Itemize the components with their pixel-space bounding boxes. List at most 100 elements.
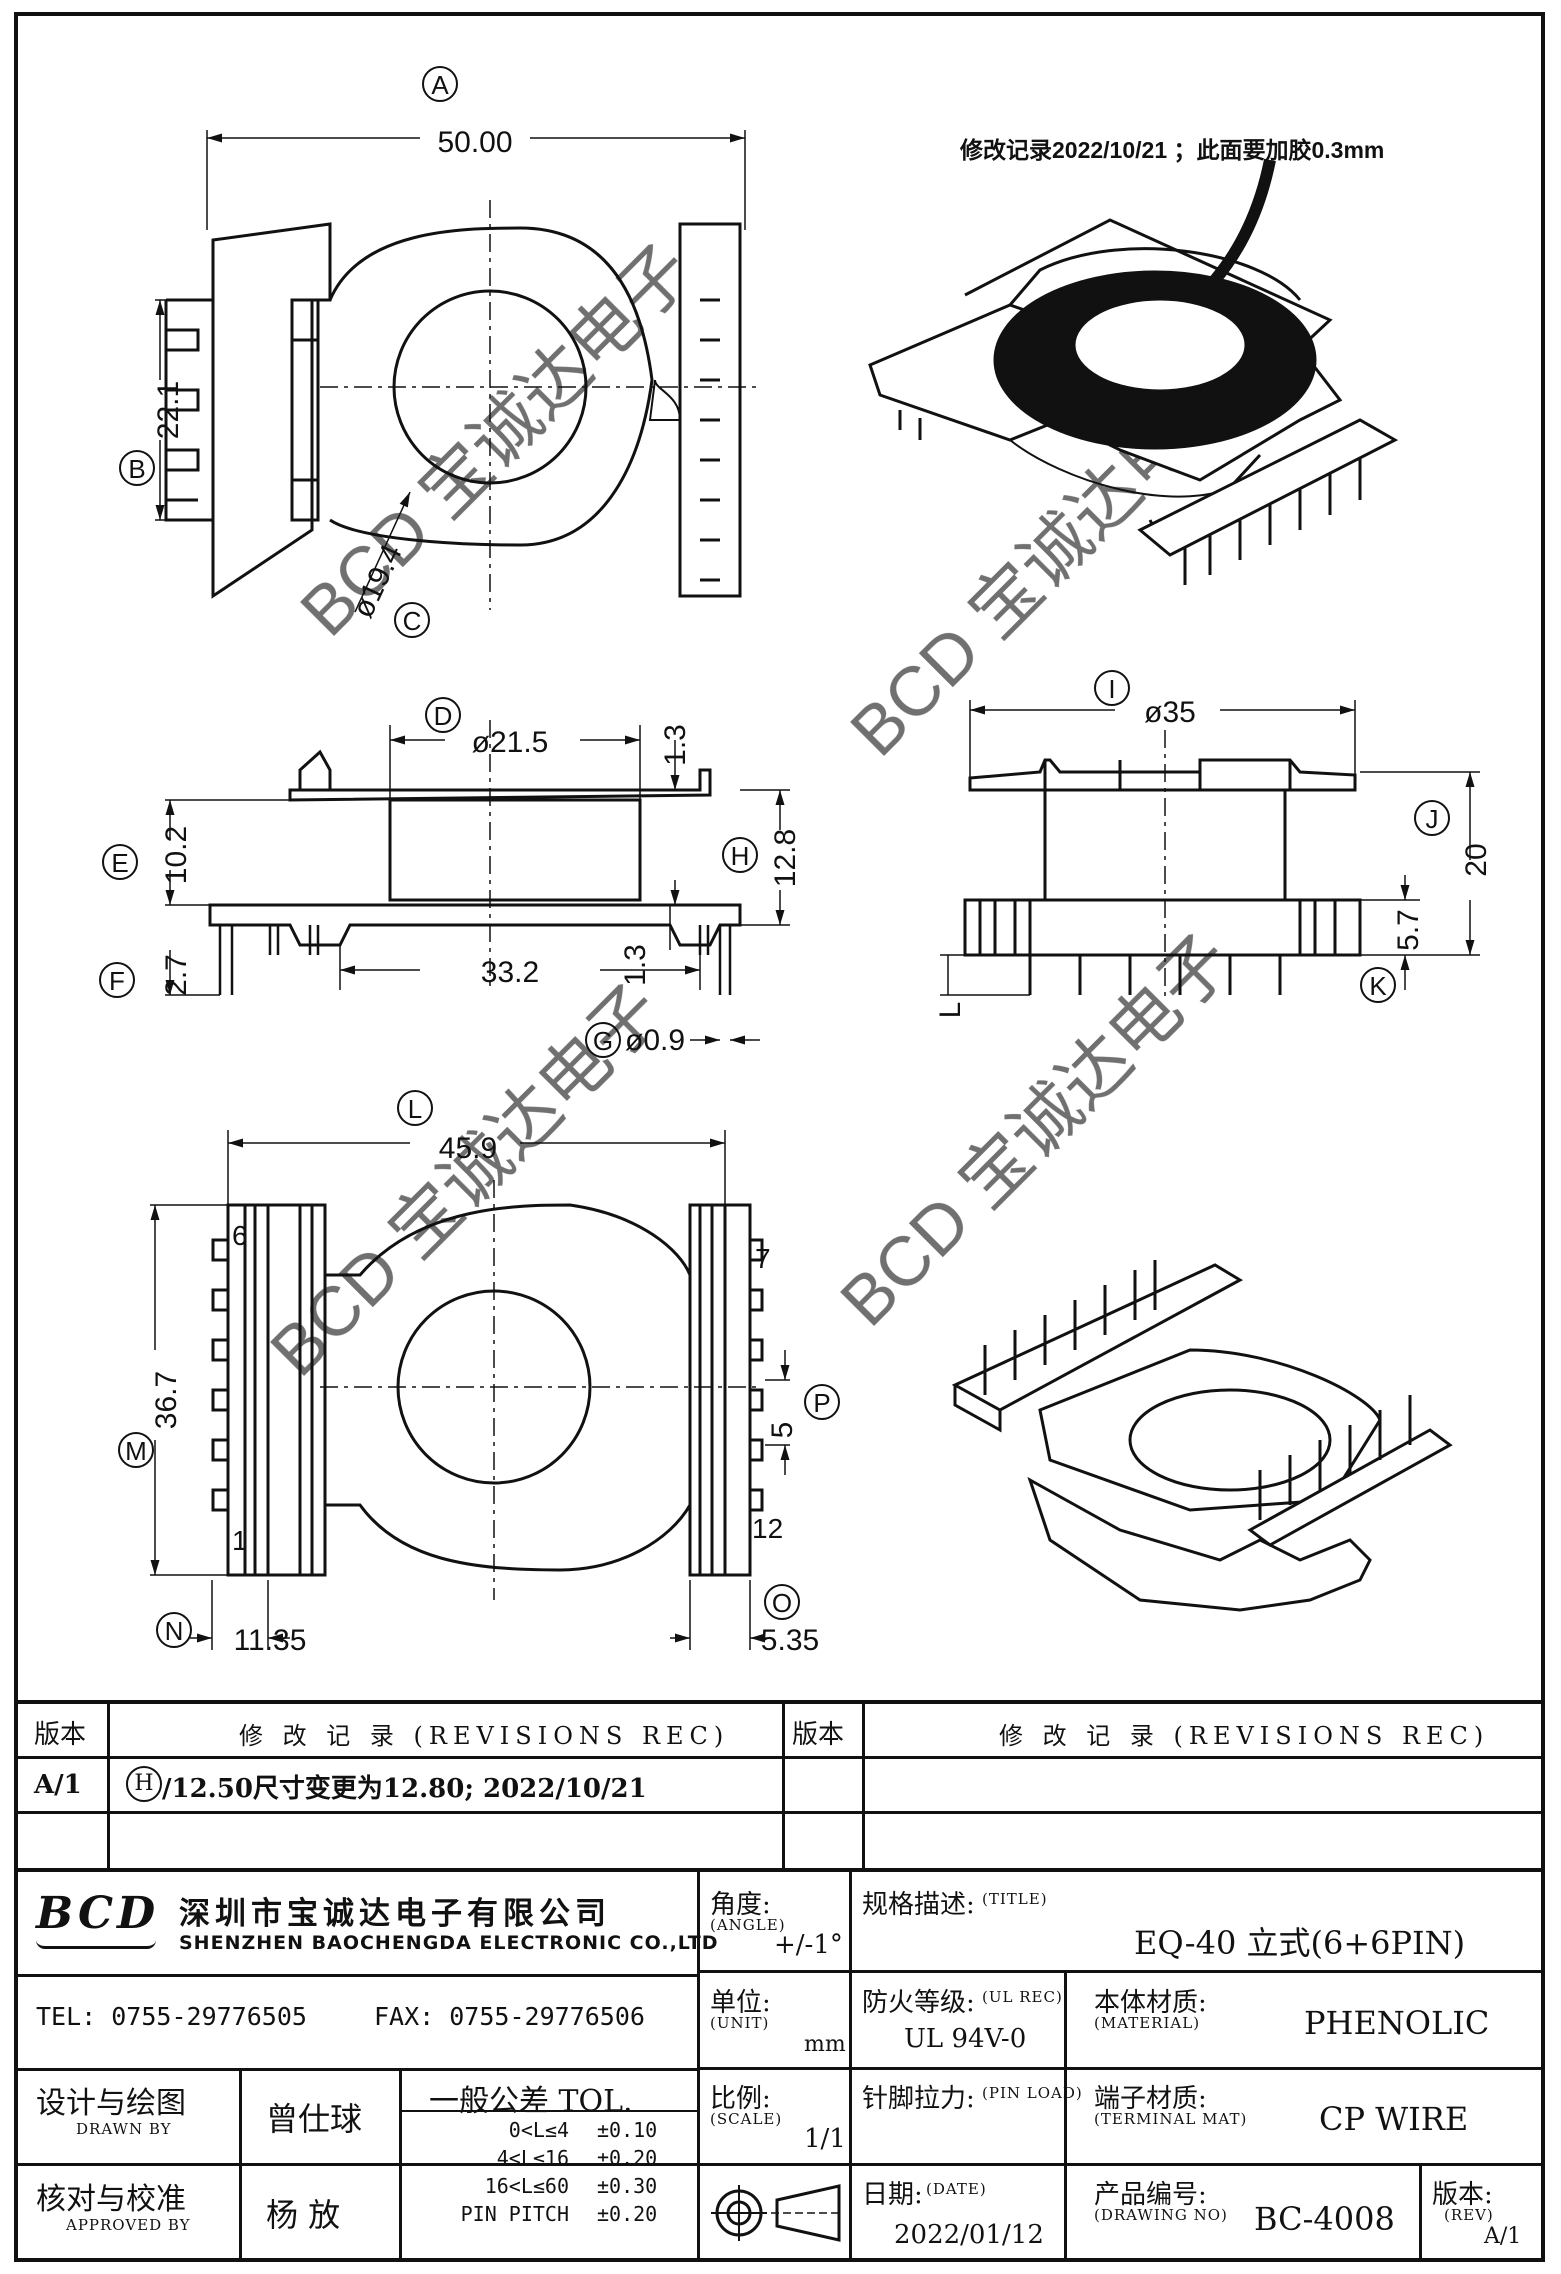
svg-text:H: H: [731, 841, 750, 871]
drawing-no-label: 产品编号:: [1094, 2180, 1207, 2210]
title-label-en: (TITLE): [982, 1890, 1048, 1908]
svg-text:33.2: 33.2: [481, 956, 539, 989]
pin-numbers: 6 1 7 12: [232, 1220, 783, 1556]
svg-text:D: D: [434, 701, 453, 731]
svg-text:6: 6: [232, 1220, 248, 1251]
svg-text:C: C: [403, 606, 422, 636]
svg-text:B: B: [128, 454, 145, 484]
tol-table: 0<L≤4±0.10 4<L≤16±0.20 16<L≤60±0.30 PIN …: [460, 2118, 658, 2226]
rev-label-en: (REV): [1444, 2206, 1494, 2224]
drawing-sheet: [14, 12, 1545, 2262]
date-label: 日期:: [862, 2180, 923, 2210]
bottom-view-dims: [150, 1130, 790, 1650]
svg-text:50.00: 50.00: [437, 126, 512, 159]
ul-label-en: (UL REC): [982, 1988, 1063, 2006]
rev-row1-version: A/1: [34, 1770, 82, 1800]
svg-text:M: M: [125, 1436, 147, 1466]
drawing-no-value: BC-4008: [1254, 2200, 1395, 2238]
company-tel: TEL: 0755-29776505: [36, 2002, 307, 2031]
svg-text:36.7: 36.7: [150, 1371, 183, 1429]
top-view-dims: [155, 130, 746, 613]
rev-record-header: 修 改 记 录 (REVISIONS REC): [239, 1722, 730, 1750]
unit-label-en: (UNIT): [710, 2014, 770, 2032]
dim-M: 36.7 M: [118, 1371, 183, 1468]
unit-label: 单位:: [710, 1988, 771, 2018]
ul-label: 防火等级:: [862, 1988, 975, 2018]
side-view-dims: [940, 700, 1480, 996]
svg-text:ø0.9: ø0.9: [625, 1024, 685, 1057]
angle-label-en: (ANGLE): [710, 1916, 786, 1934]
terminal-value: CP WIRE: [1319, 2100, 1469, 2138]
front-view-dims: [165, 725, 790, 1045]
scale-value: 1/1: [804, 2124, 846, 2154]
rev-header: 版本: [34, 1720, 87, 1750]
date-value: 2022/01/12: [894, 2220, 1044, 2250]
rev-header-2: 版本: [792, 1720, 845, 1750]
svg-text:1: 1: [232, 1525, 248, 1556]
svg-text:A: A: [431, 70, 449, 100]
rev-value: A/1: [1484, 2224, 1522, 2249]
rev-row1-text: /12.50尺寸变更为12.80; 2022/10/21: [162, 1774, 647, 1804]
dim-G: G ø0.9: [585, 1022, 685, 1058]
revision-note: 修改记录2022/10/21 ；此面要加胶0.3mm: [959, 137, 1384, 163]
material-label-en: (MATERIAL): [1094, 2014, 1201, 2032]
dim-B: 22.1 B: [119, 381, 185, 486]
dim-I: I ø35: [1094, 670, 1196, 729]
svg-text:1.3: 1.3: [659, 724, 692, 766]
angle-value: +/-1°: [774, 1930, 843, 1960]
svg-text:ø21.5: ø21.5: [472, 726, 549, 759]
company-name-cn: 深圳市宝诚达电子有限公司: [179, 1896, 611, 1932]
material-value: PHENOLIC: [1304, 2004, 1490, 2042]
dim-D: D ø21.5: [425, 697, 549, 759]
svg-text:5: 5: [766, 1422, 799, 1439]
unit-value: mm: [804, 2032, 846, 2057]
svg-text:J: J: [1426, 804, 1439, 834]
svg-text:20: 20: [1460, 843, 1493, 876]
drawn-label-en: DRAWN BY: [76, 2120, 172, 2138]
dim-1-3-bottom: 1.3: [619, 944, 652, 986]
scale-label: 比例:: [710, 2084, 771, 2114]
dim-33-2: 33.2: [481, 956, 539, 989]
dim-H: H 12.8: [722, 829, 802, 887]
drawing-no-label-en: (DRAWING NO): [1094, 2206, 1228, 2224]
svg-text:L: L: [408, 1094, 422, 1124]
bottom-view: [211, 1180, 764, 1600]
iso-view-top: [868, 218, 1399, 585]
svg-text:G: G: [593, 1026, 613, 1056]
dim-L-side: L: [934, 1002, 967, 1019]
svg-text:22.1: 22.1: [152, 381, 185, 439]
iso-view-bottom: [951, 1260, 1453, 1612]
front-view: [208, 720, 742, 995]
svg-text:BCD 宝诚达电子: BCD 宝诚达电子: [825, 920, 1246, 1341]
svg-text:L: L: [934, 1002, 967, 1019]
svg-text:N: N: [165, 1616, 184, 1646]
rev-row1-mark: H: [126, 1766, 162, 1802]
svg-text:12: 12: [752, 1513, 783, 1544]
svg-text:ø35: ø35: [1144, 696, 1196, 729]
side-view: [963, 730, 1362, 1000]
dim-A: A 50.00: [422, 66, 513, 159]
ul-value: UL 94V-0: [904, 2024, 1027, 2054]
svg-text:F: F: [109, 966, 125, 996]
drawn-label: 设计与绘图: [36, 2086, 186, 2121]
svg-text:2.7: 2.7: [160, 954, 193, 996]
dim-J: J 20: [1414, 800, 1493, 877]
svg-text:11.35: 11.35: [234, 1624, 307, 1657]
angle-label: 角度:: [710, 1890, 771, 1920]
pinload-label-en: (PIN LOAD): [982, 2084, 1083, 2102]
title-value: EQ-40 立式(6+6PIN): [1134, 1924, 1466, 1962]
dim-K: 5.7 K: [1360, 909, 1425, 1003]
svg-text:P: P: [813, 1388, 830, 1418]
scale-label-en: (SCALE): [710, 2110, 783, 2128]
note-leader: [1210, 158, 1276, 284]
dim-N: N 11.35: [156, 1612, 307, 1657]
svg-text:7: 7: [755, 1243, 771, 1274]
svg-text:O: O: [772, 1588, 792, 1618]
tol-header: 一般公差 TOL.: [429, 2084, 633, 2119]
dim-E: E 10.2: [102, 826, 193, 884]
logo-swoosh: [36, 1940, 156, 1949]
company-logo: BCD: [36, 1888, 160, 1939]
dim-O: O 5.35: [761, 1584, 819, 1657]
title-label: 规格描述:: [862, 1890, 975, 1920]
projection-symbol-icon: [711, 2184, 843, 2242]
